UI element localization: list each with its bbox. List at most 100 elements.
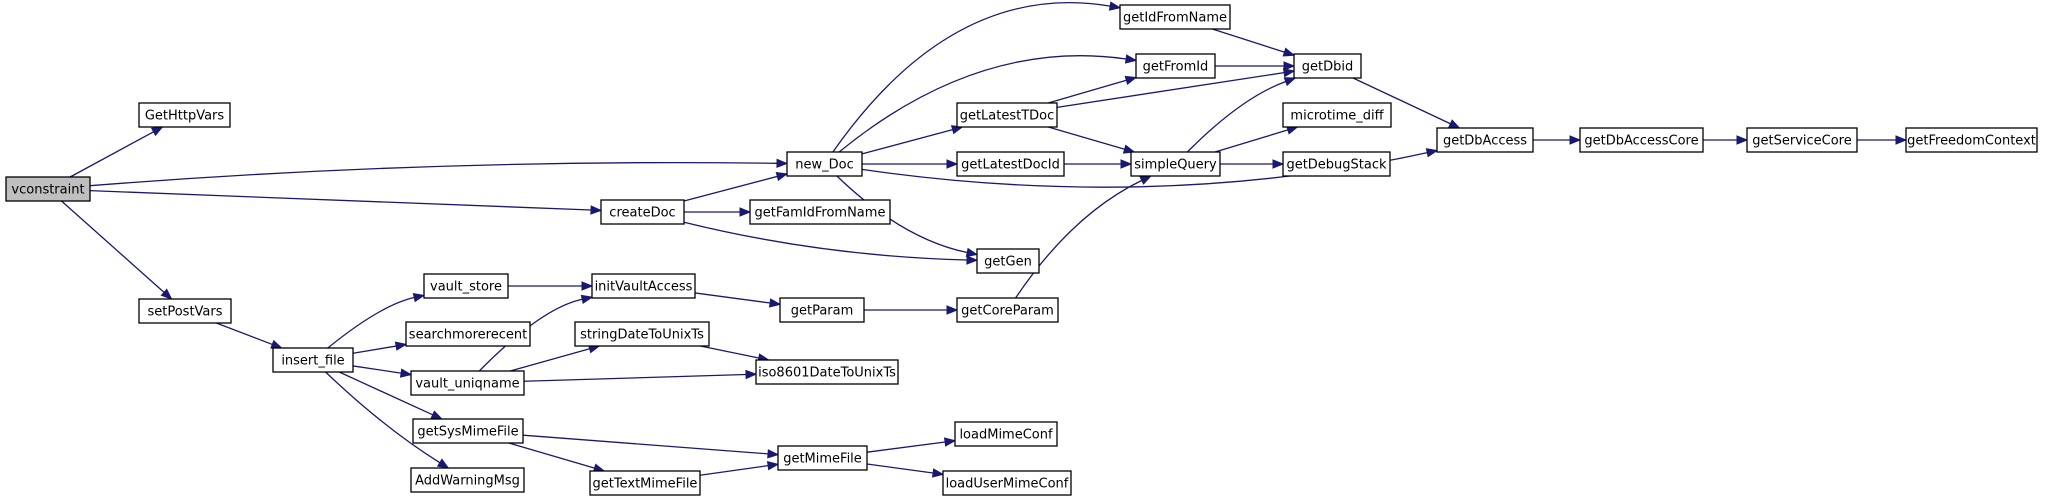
- node-getParam[interactable]: getParam: [779, 297, 865, 323]
- edge-vconstraint-to-GetHttpVars: [69, 126, 164, 178]
- node-loadUserMimeConf[interactable]: loadUserMimeConf: [942, 470, 1072, 496]
- edge-createDoc-to-getFamIdFromName: [684, 207, 752, 217]
- edge-line: [866, 463, 934, 474]
- node-box: [1436, 127, 1534, 153]
- edge-insert_file-to-searchmorerecent: [352, 341, 408, 354]
- node-vault_store[interactable]: vault_store: [423, 273, 509, 299]
- node-getDebugStack[interactable]: getDebugStack: [1282, 151, 1391, 177]
- node-box: [405, 321, 531, 347]
- node-label: getParam: [791, 304, 854, 319]
- arrowhead: [946, 305, 959, 315]
- arrowhead: [150, 126, 164, 137]
- edge-insert_file-to-vault_store: [327, 293, 426, 349]
- node-vconstraint[interactable]: vconstraint: [5, 176, 91, 202]
- arrowhead: [966, 255, 979, 265]
- edge-getServiceCore-to-getFreedomContext: [1857, 135, 1908, 145]
- node-getGen[interactable]: getGen: [976, 248, 1040, 274]
- node-label: getServiceCore: [1752, 134, 1851, 149]
- node-getFreedomContext[interactable]: getFreedomContext: [1905, 127, 2038, 153]
- edge-line: [1056, 71, 1285, 108]
- edge-line: [836, 175, 968, 254]
- edge-line: [352, 345, 397, 354]
- node-insert_file[interactable]: insert_file: [272, 347, 354, 373]
- node-label: initVaultAccess: [595, 280, 693, 295]
- node-label: vault_uniqname: [415, 377, 519, 392]
- edge-vault_uniqname-to-iso8601DateToUnixTs: [523, 369, 758, 382]
- arrowhead: [581, 281, 594, 291]
- node-new_Doc[interactable]: new_Doc: [786, 151, 863, 177]
- arrowhead: [1139, 175, 1153, 185]
- node-getTextMimeFile[interactable]: getTextMimeFile: [589, 470, 701, 496]
- edge-new_Doc-to-getFromId: [838, 54, 1138, 153]
- edge-line: [861, 128, 953, 155]
- node-getCoreParam[interactable]: getCoreParam: [956, 297, 1059, 323]
- node-box: [1293, 53, 1362, 79]
- node-box: [412, 418, 524, 444]
- node-loadMimeConf[interactable]: loadMimeConf: [954, 421, 1058, 447]
- node-iso8601DateToUnixTs[interactable]: iso8601DateToUnixTs: [755, 359, 899, 385]
- node-getLatestTDoc[interactable]: getLatestTDoc: [956, 102, 1058, 128]
- arrowhead: [590, 205, 603, 215]
- node-label: getGen: [984, 255, 1032, 270]
- edge-line: [508, 442, 595, 469]
- node-getLatestDocId[interactable]: getLatestDocId: [956, 151, 1065, 177]
- arrowhead: [1272, 159, 1285, 169]
- arrowhead: [412, 293, 426, 303]
- node-getSysMimeFile[interactable]: getSysMimeFile: [412, 418, 524, 444]
- arrowhead: [767, 449, 780, 459]
- node-box: [786, 151, 863, 177]
- node-initVaultAccess[interactable]: initVaultAccess: [591, 273, 696, 299]
- node-box: [1130, 151, 1221, 177]
- edge-line: [1015, 179, 1143, 299]
- node-getIdFromName[interactable]: getIdFromName: [1119, 4, 1231, 30]
- arrowhead: [1108, 1, 1122, 11]
- node-setPostVars[interactable]: setPostVars: [138, 298, 232, 324]
- edge-createDoc-to-getGen: [683, 221, 979, 265]
- arrowhead: [580, 294, 594, 305]
- edge-line: [510, 348, 590, 372]
- edge-line: [325, 371, 441, 464]
- arrowhead: [768, 298, 782, 308]
- node-GetHttpVars[interactable]: GetHttpVars: [138, 102, 231, 128]
- edge-line: [352, 365, 402, 374]
- node-searchmorerecent[interactable]: searchmorerecent: [405, 321, 531, 347]
- node-getFromId[interactable]: getFromId: [1135, 53, 1216, 79]
- edge-line: [216, 322, 273, 346]
- arrowhead: [776, 158, 789, 169]
- node-AddWarningMsg[interactable]: AddWarningMsg: [410, 467, 525, 493]
- node-getDbAccessCore[interactable]: getDbAccessCore: [1579, 127, 1704, 153]
- node-box: [600, 199, 685, 225]
- node-label: getSysMimeFile: [417, 425, 518, 440]
- node-box: [1282, 151, 1391, 177]
- arrowhead: [436, 458, 450, 469]
- arrowhead: [739, 207, 752, 217]
- edge-getDbAccessCore-to-getServiceCore: [1703, 135, 1749, 145]
- node-box: [1905, 127, 2038, 153]
- node-getServiceCore[interactable]: getServiceCore: [1746, 127, 1858, 153]
- node-microtime_diff[interactable]: microtime_diff: [1282, 102, 1392, 128]
- edge-line: [832, 2, 1111, 153]
- edge-line: [327, 296, 415, 349]
- edge-line: [69, 131, 154, 178]
- node-label: getFamIdFromName: [755, 206, 886, 221]
- node-box: [779, 297, 865, 323]
- node-simpleQuery[interactable]: simpleQuery: [1130, 151, 1221, 177]
- node-label: getFromId: [1143, 60, 1209, 75]
- edge-getLatestTDoc-to-getDbid: [1056, 68, 1296, 108]
- node-stringDateToUnixTs[interactable]: stringDateToUnixTs: [574, 321, 710, 347]
- arrowhead: [946, 159, 959, 169]
- node-getDbid[interactable]: getDbid: [1293, 53, 1362, 79]
- node-label: getFreedomContext: [1907, 134, 2036, 149]
- edge-getLatestTDoc-to-getFromId: [1048, 75, 1138, 104]
- node-createDoc[interactable]: createDoc: [600, 199, 685, 225]
- arrowhead: [270, 339, 283, 349]
- node-label: AddWarningMsg: [415, 474, 520, 489]
- node-getFamIdFromName[interactable]: getFamIdFromName: [749, 199, 891, 225]
- node-box: [1135, 53, 1216, 79]
- node-box: [956, 151, 1065, 177]
- node-vault_uniqname[interactable]: vault_uniqname: [410, 370, 525, 396]
- node-getDbAccess[interactable]: getDbAccess: [1436, 127, 1534, 153]
- node-getMimeFile[interactable]: getMimeFile: [777, 445, 868, 471]
- edge-simpleQuery-to-getDbid: [1186, 77, 1297, 153]
- arrowhead: [1283, 61, 1296, 71]
